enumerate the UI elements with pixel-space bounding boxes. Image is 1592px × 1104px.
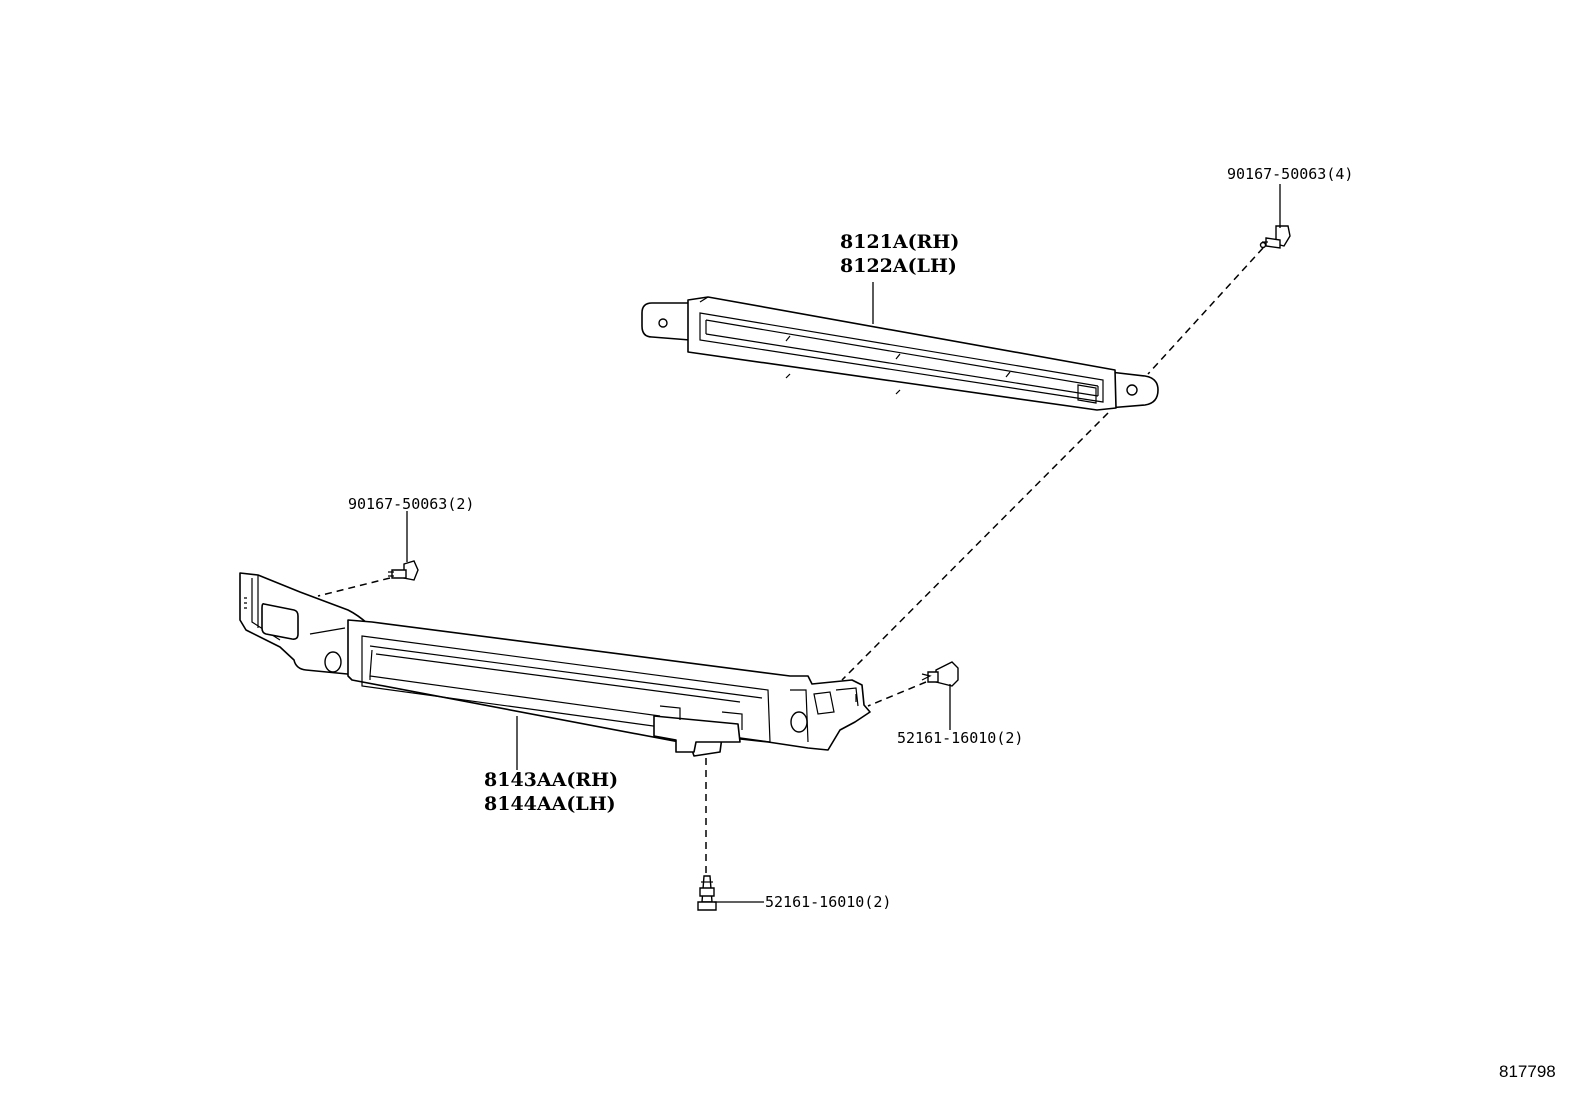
label-lower-lamp-rh: 8143AA(RH) (484, 769, 619, 791)
lower-lamp-right-hole (790, 711, 808, 733)
lower-lamp-left-bracket (239, 572, 369, 677)
lower-lamp (239, 572, 871, 757)
diagram-id: 817798 (1499, 1062, 1556, 1081)
dash-top-bolt-to-upper-lamp (1147, 247, 1264, 375)
label-bolt-left: 90167-50063(2) (348, 495, 475, 513)
upper-lamp-left-hole (658, 318, 668, 328)
label-clip-right: 52161-16010(2) (897, 729, 1024, 747)
dash-upper-lamp-to-lower-lamp (841, 412, 1109, 681)
upper-lamp (641, 296, 1159, 411)
upper-lamp-right-hole (1126, 384, 1138, 396)
clip-right-icon (921, 661, 959, 687)
label-bolt-top: 90167-50063(4) (1227, 165, 1354, 183)
lower-lamp-left-hole (324, 651, 342, 673)
clip-bottom-icon (697, 875, 717, 911)
lower-lamp-lens-frame (361, 635, 771, 743)
lower-lamp-left-window (261, 603, 299, 640)
label-clip-bottom: 52161-16010(2) (765, 893, 892, 911)
label-lower-lamp-lh: 8144AA(LH) (484, 793, 616, 815)
dash-right-clip-to-lamp (867, 681, 927, 707)
label-upper-lamp-rh: 8121A(RH) (840, 231, 960, 253)
upper-lamp-lens-frame (699, 312, 1104, 403)
lower-lamp-bottom-boss (653, 715, 741, 753)
label-upper-lamp-lh: 8122A(LH) (840, 255, 957, 277)
lower-lamp-housing (347, 619, 871, 757)
dash-left-bolt-to-bracket (317, 577, 391, 597)
bolt-top-icon (1259, 225, 1291, 249)
bolt-left-icon (388, 560, 419, 581)
